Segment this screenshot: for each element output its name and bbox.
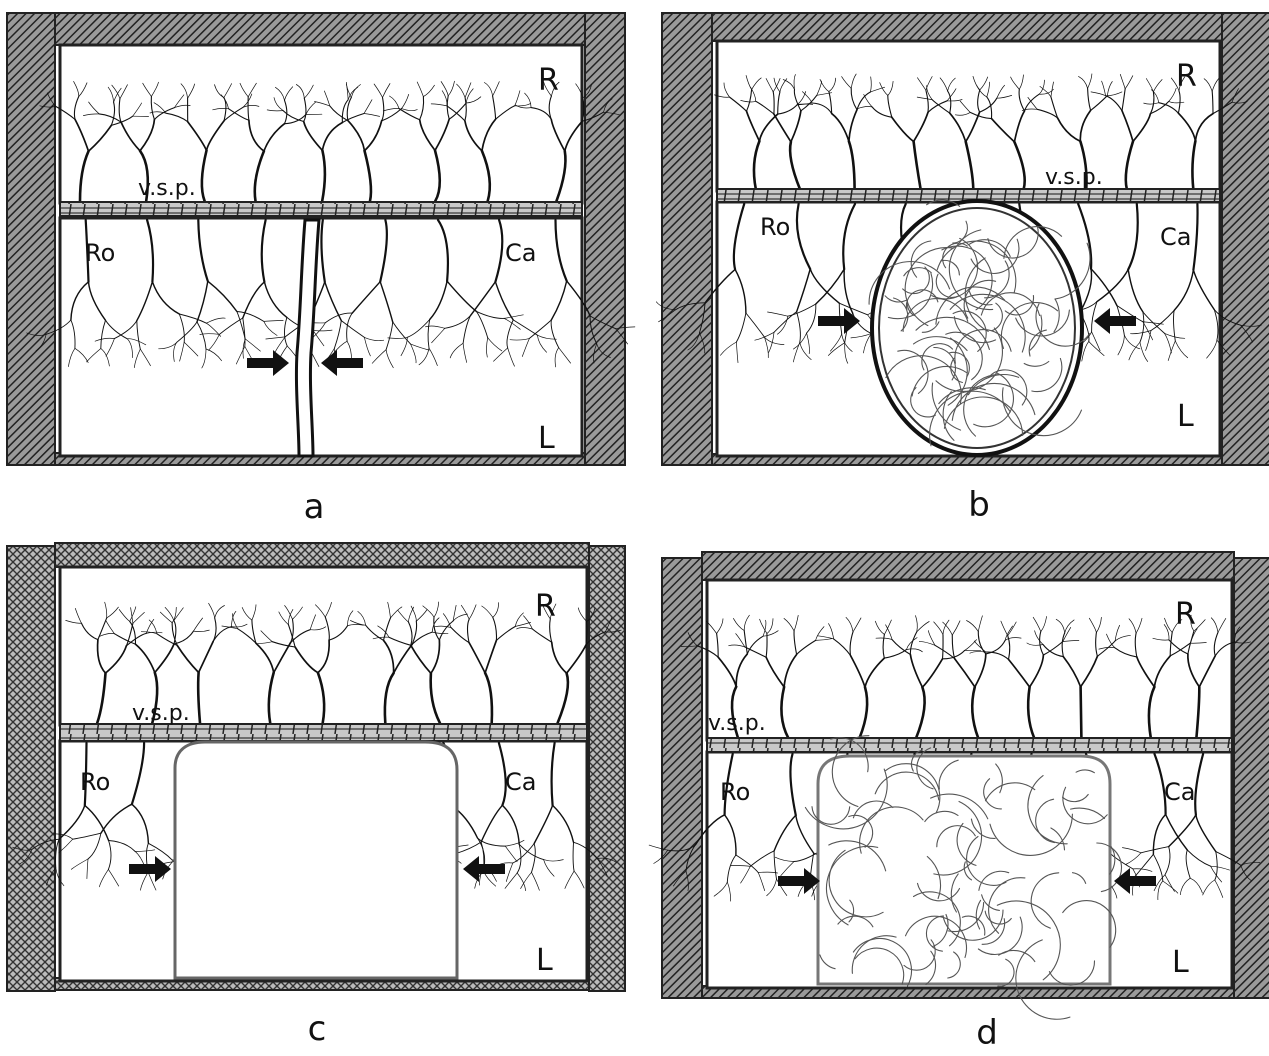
caption-d: d [957,1016,1017,1050]
top-bar [55,543,589,567]
right-bar [1234,558,1269,998]
right-bar [585,13,625,465]
label-caudal: Ca [1160,223,1191,251]
label-left: L [538,421,555,456]
caption-b: b [949,488,1009,522]
panel-d: R L Ro Ca v.s.p. [660,538,1269,1008]
top-bar [712,13,1222,41]
label-left: L [1177,399,1194,434]
left-bar [662,558,702,998]
fiber-branch [1081,687,1082,738]
panel-a: R L Ro Ca v.s.p. [5,8,625,478]
label-right: R [1175,597,1196,632]
label-rostral: Ro [720,778,750,806]
caption-a: a [284,490,344,524]
right-bar [1222,13,1269,465]
label-right: R [1176,59,1197,94]
label-right: R [538,63,559,98]
label-left: L [1172,945,1189,980]
left-bar [662,13,712,465]
label-vsp: v.s.p. [138,176,196,201]
panel-b-drawing: R L Ro Ca v.s.p. [660,8,1269,478]
left-bar [7,13,55,465]
panel-d-drawing: R L Ro Ca v.s.p. [660,538,1269,1008]
panel-b: R L Ro Ca v.s.p. [660,8,1269,478]
top-bar [55,13,585,45]
label-caudal: Ca [505,768,536,796]
vsp-band [60,724,587,741]
label-rostral: Ro [760,213,790,241]
label-vsp: v.s.p. [132,701,190,726]
label-caudal: Ca [505,239,536,267]
label-rostral: Ro [85,239,115,267]
rectangle-defect [175,742,457,978]
label-right: R [535,589,556,624]
caption-c: c [287,1012,347,1046]
panel-a-drawing: R L Ro Ca v.s.p. [5,8,625,478]
vsp-band [707,738,1232,752]
label-left: L [536,943,553,978]
top-bar [702,552,1234,580]
label-caudal: Ca [1164,778,1195,806]
upper-region [707,580,1232,740]
fiber-branch [943,635,944,659]
left-bar [7,546,55,991]
label-rostral: Ro [80,768,110,796]
vsp-band [60,202,582,216]
panel-c: R L Ro Ca v.s.p. [5,538,625,1008]
panel-c-drawing: R L Ro Ca v.s.p. [5,538,625,1008]
label-vsp: v.s.p. [708,711,766,736]
label-vsp: v.s.p. [1045,165,1103,190]
right-bar [589,546,625,991]
